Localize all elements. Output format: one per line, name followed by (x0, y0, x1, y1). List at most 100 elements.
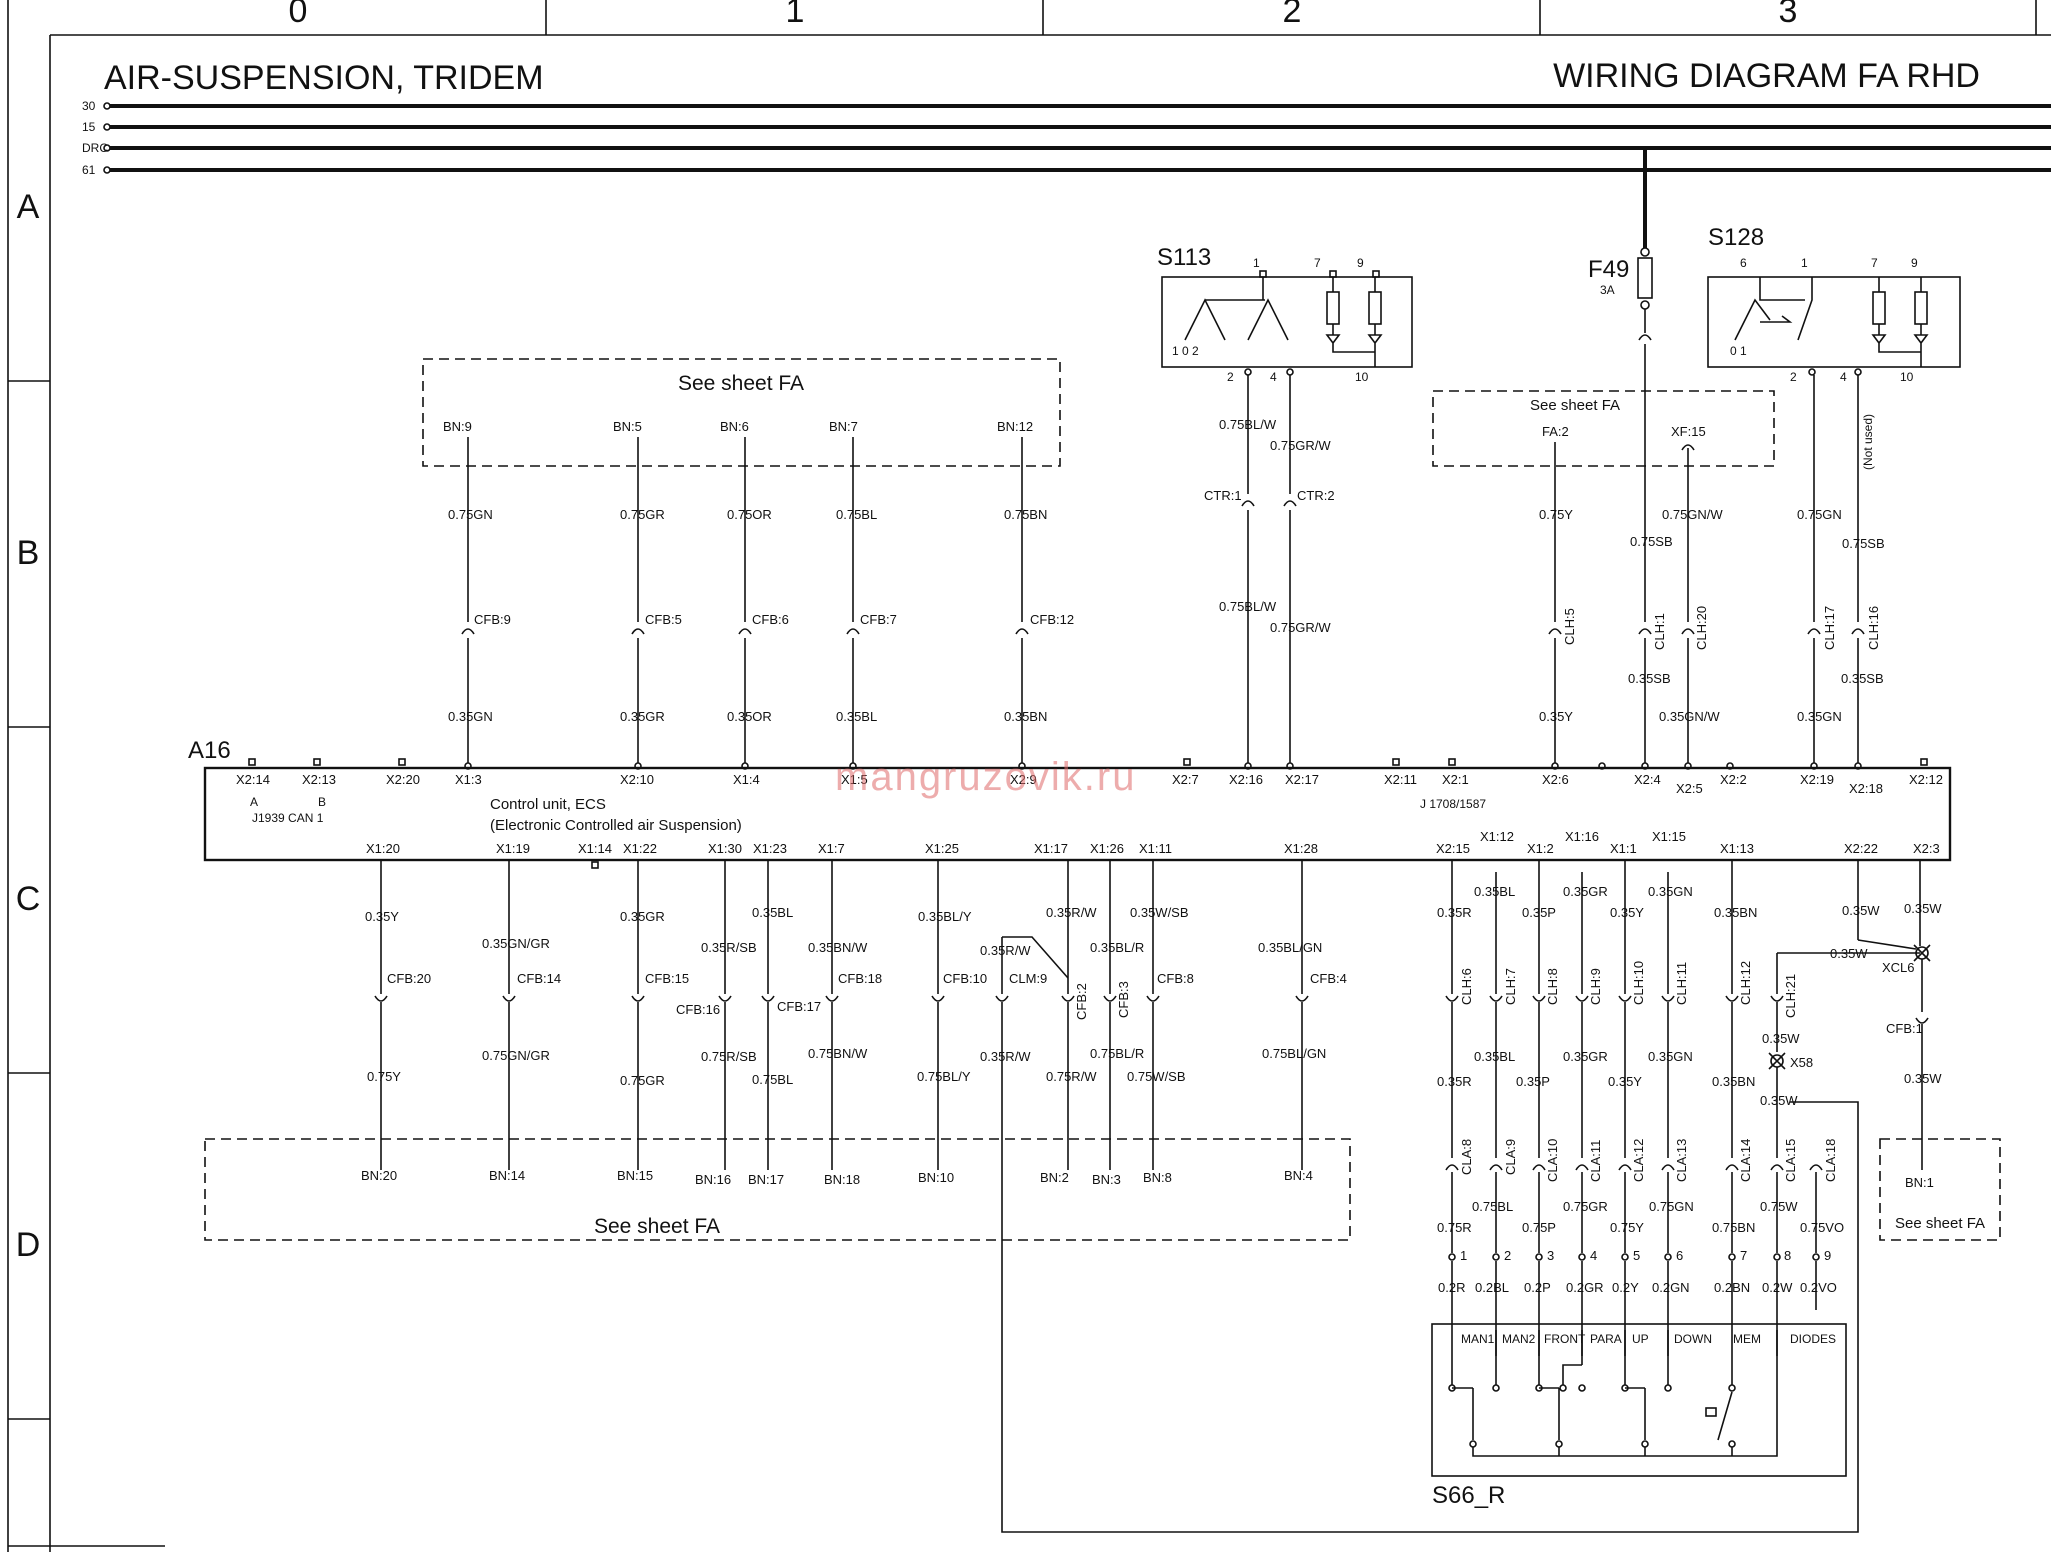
wire-label: 0.35R/SB (701, 940, 757, 955)
wire-bn12: BN:12 0.75BN CFB:12 0.35BN (997, 419, 1074, 763)
pin-x1-26: X1:26 (1090, 841, 1124, 856)
j1939-label: J1939 CAN 1 (252, 811, 324, 825)
wire-label: 0.35GR (1563, 884, 1608, 899)
switch-s128: S128 6 1 7 9 0 1 2 4 10 (Not used) (1707, 224, 1961, 470)
wire-label: 0.35BL/Y (918, 909, 972, 924)
splice-label: CLA:10 (1545, 1139, 1560, 1182)
splice-label: CLA:14 (1738, 1139, 1753, 1182)
splice-label: CFB:10 (943, 971, 987, 986)
x58-name: X58 (1790, 1055, 1813, 1070)
wire-bn3: 0.35BL/R CFB:3 0.75BL/R BN:3 (1090, 860, 1144, 1187)
s128-pin-4: 4 (1840, 370, 1847, 384)
s128-pin-10: 10 (1900, 370, 1914, 384)
pin-x1-7: X1:7 (818, 841, 845, 856)
pin-x1-2: X1:2 (1527, 841, 1554, 856)
pin-label: 4 (1590, 1248, 1597, 1263)
conn-label: BN:20 (361, 1168, 397, 1183)
splice-label: CLH:10 (1631, 961, 1646, 1005)
watermark: mangruzovik.ru (835, 755, 1136, 799)
splice-label: CLA:8 (1459, 1139, 1474, 1175)
see-sheet-bottom-left: See sheet FA (594, 1215, 720, 1238)
s128-not-used: (Not used) (1861, 414, 1875, 470)
bottom-left-wires: 0.35Y CFB:20 0.75Y BN:20 0.35GN/GR CFB:1… (361, 860, 1859, 1533)
top-left-wires: BN:9 0.75GN CFB:9 0.35GN BN:5 0.75GR CFB… (443, 419, 1074, 763)
j1708-label: J 1708/1587 (1420, 797, 1486, 811)
conn-label: BN:15 (617, 1168, 653, 1183)
wire-label: 0.75BL (1472, 1199, 1513, 1214)
sheet-frame (7, 0, 2051, 1552)
pin-x1-16: X1:16 (1565, 829, 1599, 844)
splice-label: CLA:15 (1783, 1139, 1798, 1182)
conn-label: BN:3 (1092, 1172, 1121, 1187)
a16-bottom-pins: X1:20 X1:19 X1:14 X1:22 X1:30 X1:23 X1:7… (366, 829, 1940, 856)
wire-label: 0.35R (1437, 1074, 1472, 1089)
wire-label: 0.35GN (448, 709, 493, 724)
s113-pin-1: 1 (1253, 256, 1260, 270)
splice-label: CLH:16 (1866, 606, 1881, 650)
pin-label: 2 (1504, 1248, 1511, 1263)
splice-label: CLA:12 (1631, 1139, 1646, 1182)
wire-up: 0.35Y CLH:10 0.35Y CLA:12 0.75Y 5 0.2Y (1608, 860, 1646, 1385)
pin-x2-20: X2:20 (386, 772, 420, 787)
s128-pin-6: 6 (1740, 256, 1747, 270)
s113-positions: 1 0 2 (1172, 344, 1199, 358)
row-b: B (17, 534, 40, 572)
s128-pin-2: 2 (1790, 370, 1797, 384)
conn-label: BN:14 (489, 1168, 525, 1183)
wire-label: 0.35GN/W (1659, 709, 1720, 724)
conn-label: BN:5 (613, 419, 642, 434)
wire-label: 0.75BL/Y (917, 1069, 971, 1084)
splice-label: CLM:9 (1009, 971, 1047, 986)
f49-name: F49 (1588, 256, 1629, 283)
splice-label: CFB:3 (1116, 981, 1131, 1018)
wire-label: 0.75BL/R (1090, 1046, 1144, 1061)
wire-label: 0.75SB (1842, 536, 1885, 551)
wire-label: 0.35BN/W (808, 940, 868, 955)
wire-label: 0.35GN (1797, 709, 1842, 724)
splice-label: CLH:12 (1738, 961, 1753, 1005)
wire-label: 0.75BN (1712, 1220, 1755, 1235)
row-c: C (16, 880, 41, 918)
wire-label: 0.2Y (1612, 1280, 1639, 1295)
col-up: UP (1632, 1332, 1649, 1346)
splice-label: CLH:11 (1674, 962, 1689, 1005)
a16-desc-1: Control unit, ECS (490, 796, 606, 813)
can-a: A (250, 795, 258, 809)
splice-label: CTR:2 (1297, 488, 1335, 503)
s113-pin-2: 2 (1227, 370, 1234, 384)
conn-label: BN:6 (720, 419, 749, 434)
wire-bn17: 0.35BL CFB:17 0.75BL BN:17 (748, 860, 821, 1187)
wire-bn20: 0.35Y CFB:20 0.75Y BN:20 (361, 860, 431, 1183)
pin-label: 3 (1547, 1248, 1554, 1263)
wire-label: 0.35Y (365, 909, 399, 924)
pin-x1-1: X1:1 (1610, 841, 1637, 856)
splice-label: CLH:6 (1459, 968, 1474, 1005)
wire-label: 0.35GR (620, 909, 665, 924)
pin-x2-1: X2:1 (1442, 772, 1469, 787)
wire-x58-down: CLA:15 0.75W 8 0.2W (1760, 1139, 1798, 1310)
splice-label: CFB:20 (387, 971, 431, 986)
wire-label: 0.35W (1762, 1031, 1800, 1046)
splice-label: CLH:7 (1503, 968, 1518, 1005)
wire-label: 0.35OR (727, 709, 772, 724)
conn-label: BN:7 (829, 419, 858, 434)
wire-label: 0.35BL (836, 709, 877, 724)
wire-bn9: BN:9 0.75GN CFB:9 0.35GN (443, 419, 511, 763)
wire-bn7: BN:7 0.75BL CFB:7 0.35BL (829, 419, 897, 763)
wire-label: 0.35SB (1628, 671, 1671, 686)
pin-x1-13: X1:13 (1720, 841, 1754, 856)
splice-label: CLH:9 (1588, 968, 1603, 1005)
wire-label: 0.35W/SB (1130, 905, 1189, 920)
wire-label: 0.35GN (1648, 1049, 1693, 1064)
pin-x2-15: X2:15 (1436, 841, 1470, 856)
pin-x1-22: X1:22 (623, 841, 657, 856)
wire-label: 0.2P (1524, 1280, 1551, 1295)
pin-x1-15: X1:15 (1652, 829, 1686, 844)
s113-name: S113 (1157, 244, 1211, 271)
conn-label: BN:17 (748, 1172, 784, 1187)
splice-label: CLH:5 (1562, 608, 1577, 645)
bus-label-15: 15 (82, 120, 96, 134)
wire-label: 0.75BN (1004, 507, 1047, 522)
conn-label: BN:10 (918, 1170, 954, 1185)
column-1: 1 (786, 0, 805, 30)
